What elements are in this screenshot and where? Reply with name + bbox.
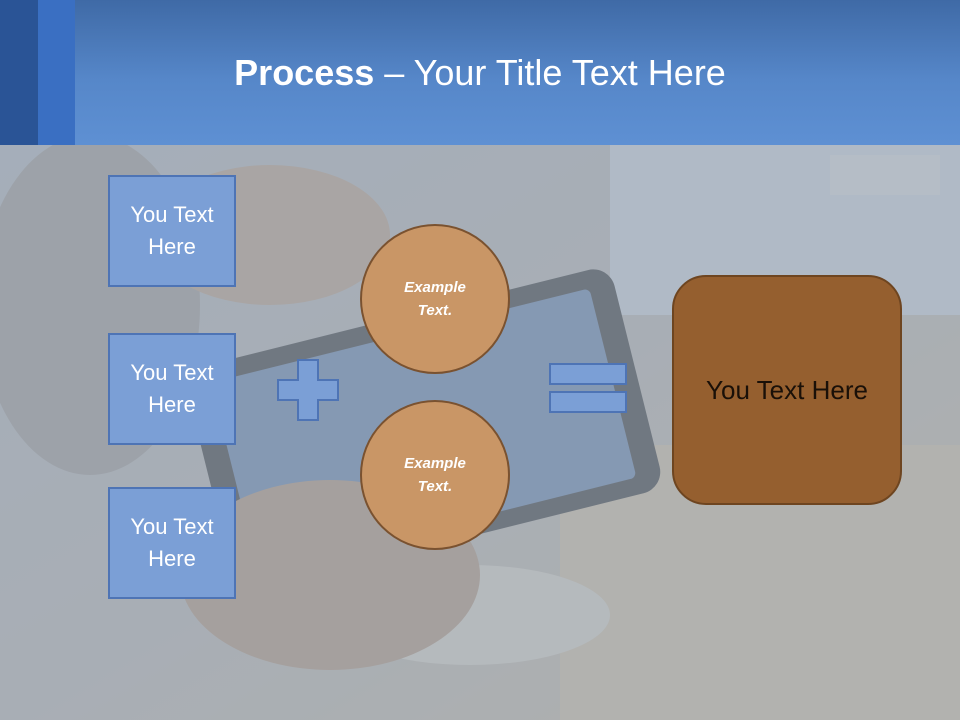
slide-header: Process – Your Title Text Here: [0, 0, 960, 145]
header-accent-stripe: [0, 0, 38, 145]
circle-label: Example Text.: [404, 279, 466, 319]
input-box-label: You Text Here: [130, 514, 214, 571]
result-label: You Text Here: [706, 374, 868, 405]
equals-icon: [549, 363, 627, 413]
input-box-label: You Text Here: [130, 202, 214, 259]
slide-title: Process – Your Title Text Here: [0, 52, 960, 94]
title-rest: – Your Title Text Here: [374, 52, 726, 93]
header-accent-stripe-light: [38, 0, 75, 145]
result-box: You Text Here: [672, 275, 902, 505]
input-box-1: You Text Here: [108, 175, 236, 287]
circle-label: Example Text.: [404, 455, 466, 495]
example-circle-2: Example Text.: [360, 400, 510, 550]
input-box-label: You Text Here: [130, 360, 214, 417]
plus-icon: [277, 359, 339, 421]
example-circle-1: Example Text.: [360, 224, 510, 374]
input-box-3: You Text Here: [108, 487, 236, 599]
input-box-2: You Text Here: [108, 333, 236, 445]
title-bold: Process: [234, 52, 375, 93]
